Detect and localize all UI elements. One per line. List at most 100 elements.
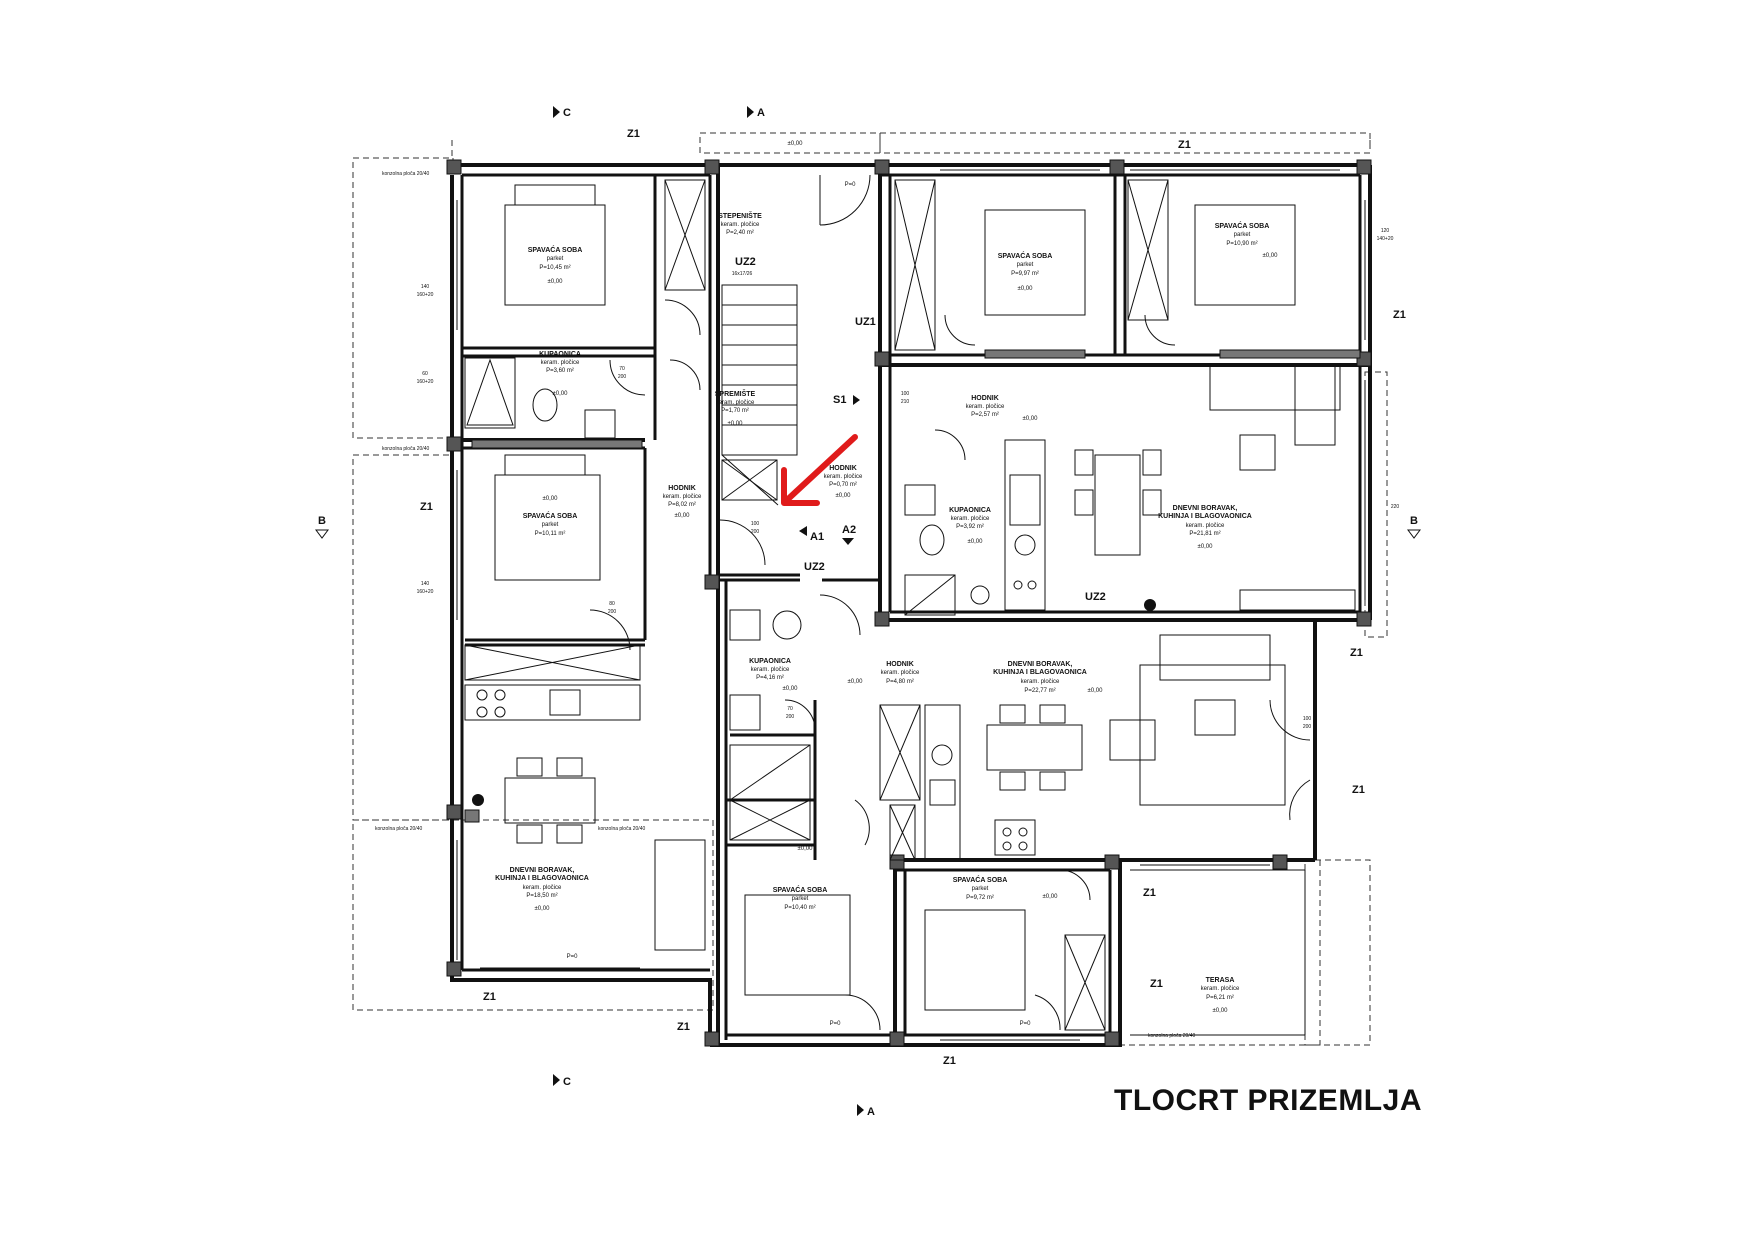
svg-text:keram. pločice: keram. pločice [966,404,1005,410]
tag-z1-6: Z1 [1352,784,1365,796]
svg-text:P=4,80 m²: P=4,80 m² [886,679,914,685]
tag-uz1: UZ1 [855,316,876,328]
section-c-top: C [563,107,571,119]
section-b-left: B [318,515,326,527]
structural-columns [446,159,1372,1047]
svg-text:DNEVNI BORAVAK,: DNEVNI BORAVAK, [1008,661,1073,668]
svg-text:140: 140 [421,284,430,290]
svg-text:HODNIK: HODNIK [668,485,696,492]
notes: konzolna ploča 20/40 konzolna ploča 20/4… [375,171,1195,1039]
svg-text:±0,00: ±0,00 [848,679,864,685]
svg-text:±0,00: ±0,00 [1263,253,1279,259]
svg-text:P=10,11 m²: P=10,11 m² [535,531,566,537]
note-konzolna-1: konzolna ploča 20/40 [382,171,429,177]
svg-text:parket: parket [792,896,809,902]
svg-text:±0,00: ±0,00 [535,906,551,912]
svg-text:70: 70 [787,706,793,712]
svg-text:keram. pločice: keram. pločice [1201,986,1240,992]
svg-text:keram. pločice: keram. pločice [824,474,863,480]
tag-z1-3: Z1 [1393,309,1406,321]
svg-text:keram. pločice: keram. pločice [541,360,580,366]
room-bedroom-3: SPAVAĆA SOBA parket P=9,97 m² ±0,00 [998,251,1053,292]
svg-text:P=3,60 m²: P=3,60 m² [546,368,574,374]
room-labels: SPAVAĆA SOBA parket P=10,45 m² ±0,00 STE… [495,141,1278,1027]
svg-text:P=0,70 m²: P=0,70 m² [829,482,857,488]
svg-text:120: 120 [1381,228,1390,234]
room-living-1: DNEVNI BORAVAK, KUHINJA I BLAGOVAONICA k… [495,867,589,960]
room-hallway-3: HODNIK keram. pločice P=2,57 m² ±0,00 [966,395,1038,422]
svg-text:P=10,90 m²: P=10,90 m² [1226,241,1257,247]
room-hallway-2: HODNIK keram. pločice P=0,70 m² ±0,00 [824,465,863,499]
room-terrace: TERASA keram. pločice P=6,21 m² ±0,00 [1201,977,1240,1014]
drawing-title: TLOCRT PRIZEMLJA [1114,1084,1422,1117]
svg-text:P=0: P=0 [567,954,579,960]
room-bedroom-6: SPAVAĆA SOBA parket P=9,72 m² ±0,00 [953,875,1058,901]
svg-text:HODNIK: HODNIK [829,465,857,472]
svg-text:keram. pločice: keram. pločice [1021,679,1060,685]
svg-text:KUHINJA I BLAGOVAONICA: KUHINJA I BLAGOVAONICA [495,875,589,882]
room-bedroom-5: SPAVAĆA SOBA parket P=10,40 m² ±0,00 [773,846,828,911]
wall-tags: Z1 Z1 Z1 Z1 Z1 Z1 Z1 Z1 Z1 Z1 Z1 UZ1 UZ2… [420,128,1406,1067]
overhang-outlines [352,132,1388,1046]
svg-text:SPAVAĆA SOBA: SPAVAĆA SOBA [998,251,1053,260]
section-markers: C A C A B B S1 A1 A2 [315,106,1421,1118]
section-a1: A1 [810,531,824,543]
svg-text:16x17/26: 16x17/26 [732,271,753,277]
tag-z1-11: Z1 [943,1055,956,1067]
note-konzolna-2: konzolna ploča 20/40 [382,446,429,452]
svg-text:parket: parket [1017,262,1034,268]
svg-text:±0,00: ±0,00 [543,496,559,502]
svg-text:keram. pločice: keram. pločice [663,494,702,500]
svg-text:P=3,92 m²: P=3,92 m² [956,524,984,530]
tag-z1-9: Z1 [483,991,496,1003]
svg-text:60: 60 [422,371,428,377]
room-bathroom-3: KUPAONICA keram. pločice P=4,16 m² ±0,00 [749,658,798,692]
svg-text:±0,00: ±0,00 [798,846,814,852]
svg-text:KUHINJA I BLAGOVAONICA: KUHINJA I BLAGOVAONICA [1158,513,1252,520]
svg-text:P=2,40 m²: P=2,40 m² [726,230,754,236]
svg-text:100: 100 [1303,716,1312,722]
svg-text:STEPENIŠTE: STEPENIŠTE [718,211,762,220]
tag-z1-8: Z1 [1150,978,1163,990]
svg-text:220: 220 [1391,504,1400,510]
svg-text:keram. pločice: keram. pločice [523,885,562,891]
svg-text:±0,00: ±0,00 [553,391,569,397]
svg-text:SPAVAĆA SOBA: SPAVAĆA SOBA [523,511,578,520]
svg-text:±0,00: ±0,00 [1213,1008,1229,1014]
svg-text:210: 210 [901,399,910,405]
room-bedroom-4: SPAVAĆA SOBA parket P=10,90 m² ±0,00 [1215,221,1278,259]
svg-text:parket: parket [1234,232,1251,238]
section-a2: A2 [842,524,856,536]
svg-text:parket: parket [547,256,564,262]
tag-z1-1: Z1 [627,128,640,140]
room-hallway-1: HODNIK keram. pločice P=8,02 m² ±0,00 [663,485,702,519]
svg-text:KUPAONICA: KUPAONICA [539,351,581,358]
svg-text:±0,00: ±0,00 [548,279,564,285]
svg-text:P=1,70 m²: P=1,70 m² [721,408,749,414]
svg-text:±0,00: ±0,00 [1088,688,1104,694]
svg-text:±0,00: ±0,00 [836,493,852,499]
svg-text:P=6,21 m²: P=6,21 m² [1206,995,1234,1001]
door-swings [589,174,1311,1031]
svg-text:±0,00: ±0,00 [1023,416,1039,422]
svg-text:SPAVAĆA SOBA: SPAVAĆA SOBA [773,885,828,894]
svg-text:P=21,81 m²: P=21,81 m² [1189,531,1220,537]
svg-text:keram. pločice: keram. pločice [751,667,790,673]
room-bedroom-1: SPAVAĆA SOBA parket P=10,45 m² ±0,00 [528,245,583,285]
svg-text:100: 100 [751,521,760,527]
svg-text:P=8,02 m²: P=8,02 m² [668,502,696,508]
svg-text:P=9,97 m²: P=9,97 m² [1011,271,1039,277]
room-bathroom-1: KUPAONICA keram. pločice P=3,60 m² ±0,00 [539,351,581,397]
svg-text:HODNIK: HODNIK [886,661,914,668]
svg-text:±0,00: ±0,00 [783,686,799,692]
dimension-labels: 140 160+20 60 160+20 140 160+20 120 140+… [417,228,1400,730]
svg-text:P=4,16 m²: P=4,16 m² [756,675,784,681]
section-a-bottom: A [867,1106,875,1118]
svg-text:±0,00: ±0,00 [1198,544,1214,550]
svg-text:P=10,40 m²: P=10,40 m² [784,905,815,911]
room-storage: SPREMIŠTE keram. pločice P=1,70 m² ±0,00 [715,389,756,427]
outer-walls [450,163,1372,1047]
svg-text:±0,00: ±0,00 [1018,286,1034,292]
svg-text:SPAVAĆA SOBA: SPAVAĆA SOBA [1215,221,1270,230]
